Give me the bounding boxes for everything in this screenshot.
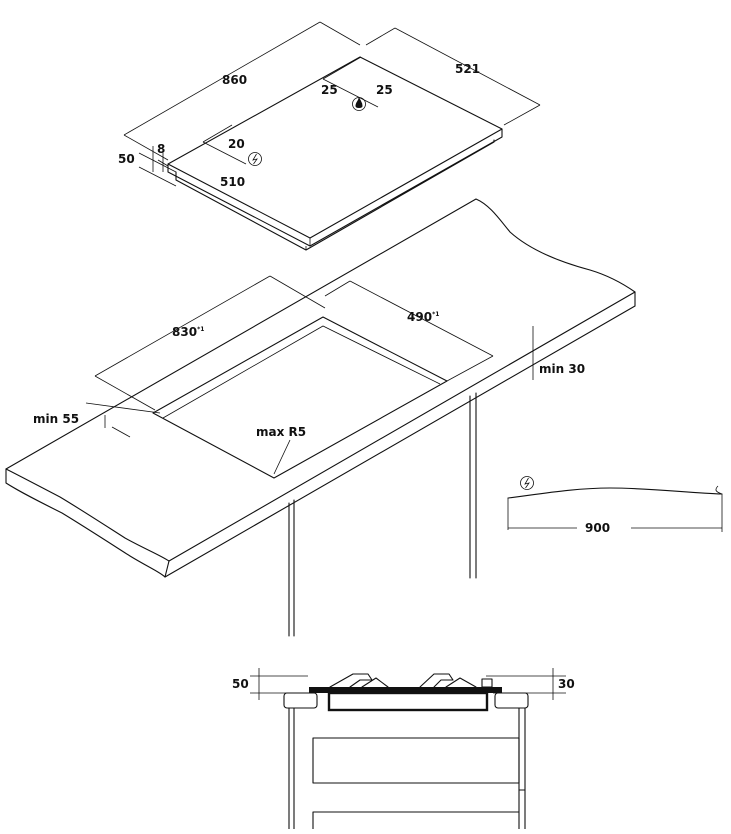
hob-width-label: 860 [222,73,247,87]
dim-521 [394,27,541,106]
hob-height-label: 50 [118,152,135,166]
control-knob [481,678,493,688]
elec-offset-top-label: 20 [228,137,245,151]
cutout-depth-label: 490*1 [407,310,439,324]
cutout-width-label: 830*1 [172,325,204,339]
worktop-left-edge [5,468,170,562]
cutout-inner-edge [162,325,441,419]
worktop-section-left [283,692,318,709]
electric-supply-icon [520,476,534,490]
gas-offset-right-label: 25 [376,83,393,97]
cable-drawing [507,485,723,532]
hob-glass-label: 8 [157,142,165,156]
hob-drawing [123,21,541,251]
dim-490 [349,280,494,357]
cable-length-label: 900 [585,521,610,535]
supply-cable [507,487,723,499]
hob-glass-edge [167,128,503,247]
hob-body-section [327,691,489,712]
dim-860 [123,21,321,136]
radius-leader [273,439,291,475]
electric-supply-icon [248,152,262,166]
worktop-thickness-label: min 30 [539,362,585,376]
drawer-lower [312,811,520,830]
worktop-top [5,198,636,562]
cutout-width-note: *1 [197,326,204,333]
worktop-thickness-left [5,468,166,578]
glass-plate-section [309,687,502,693]
gas-zone-guide [322,56,362,80]
dim-830 [94,275,271,377]
side-right-height-label: 30 [558,677,575,691]
side-left-height-label: 50 [232,677,249,691]
front-margin-label: min 55 [33,412,79,426]
elec-zone-guide [202,124,233,143]
pan-support-right [419,673,454,688]
elec-offset-bottom-label: 510 [220,175,245,189]
side-section-drawing [250,668,566,830]
drawer-upper [312,737,520,784]
corner-radius-label: max R5 [256,425,306,439]
gas-offset-left-label: 25 [321,83,338,97]
worktop-section-right [494,692,529,709]
gas-flame-icon [352,97,366,111]
pan-support-left [329,673,373,688]
worktop-drawing [5,198,636,637]
cutout-opening [152,316,448,479]
hob-body [175,139,495,251]
cutout-depth-note: *1 [432,311,439,318]
hob-depth-label: 521 [455,62,480,76]
